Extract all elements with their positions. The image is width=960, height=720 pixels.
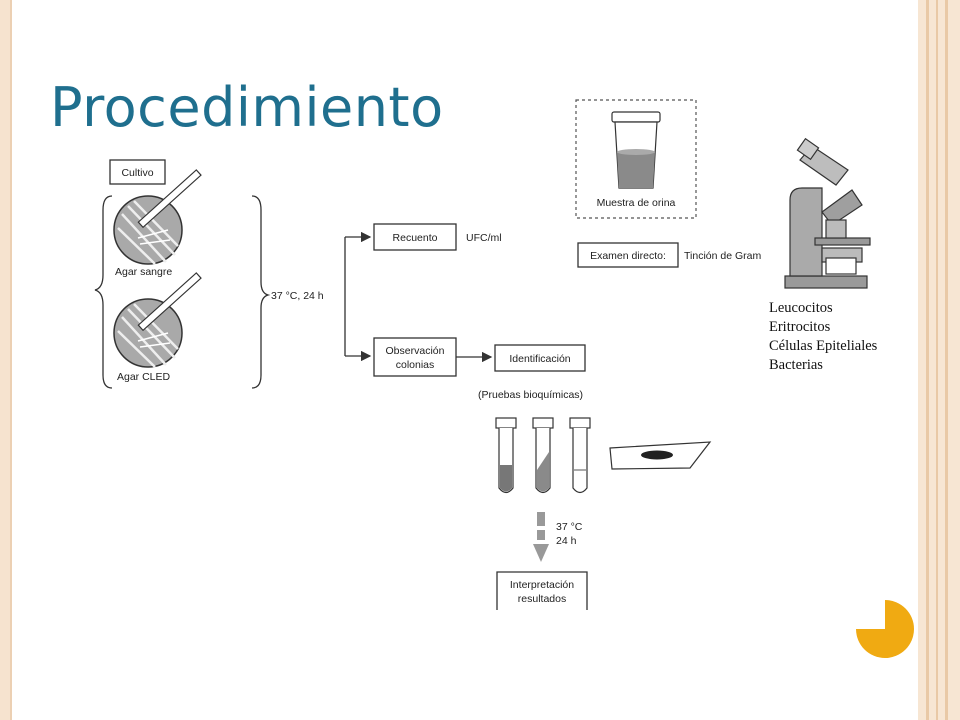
examen-box: [577, 242, 679, 268]
urine-cup-icon: [611, 111, 661, 189]
test-tube: [532, 417, 554, 494]
identificacion-label: Identificación: [509, 353, 570, 365]
slide-frame-left: [0, 0, 10, 720]
time-label: 24 h: [556, 535, 577, 547]
test-tube: [569, 417, 591, 494]
note-celulas-epiteliales: Células Epiteliales: [769, 338, 878, 354]
interpretacion-box: [496, 571, 588, 610]
muestra-dashed-box: [575, 99, 697, 219]
procedure-diagram: Cultivo Agar sangre Agar CLED 37 °C, 24 …: [94, 99, 871, 610]
observacion-box: [373, 337, 457, 377]
recuento-label: Recuento: [393, 232, 438, 244]
interpretacion-label-2: resultados: [518, 593, 566, 605]
note-eritrocitos: Eritrocitos: [769, 319, 831, 335]
muestra-label: Muestra de orina: [597, 197, 676, 209]
microscope-icon: [784, 137, 871, 289]
note-leucocitos: Leucocitos: [769, 300, 833, 316]
pruebas-label: (Pruebas bioquímicas): [478, 389, 583, 401]
incubation-arrow: [533, 512, 549, 562]
tincion-label: Tinción de Gram: [684, 250, 761, 262]
decorative-badge-cut: [856, 600, 885, 629]
ufc-label: UFC/ml: [466, 232, 502, 244]
findings-notes: Leucocitos Eritrocitos Células Epitelial…: [769, 299, 877, 375]
temp-label: 37 °C: [556, 521, 583, 533]
frame-stripe: [926, 0, 929, 720]
observacion-label-1: Observación: [386, 345, 445, 357]
test-tube: [495, 417, 517, 494]
observacion-label-2: colonias: [396, 359, 435, 371]
agar-cled-plate: [113, 272, 202, 368]
slide-frame-right: [918, 0, 960, 720]
examen-label: Examen directo:: [590, 250, 666, 262]
frame-stripe: [936, 0, 938, 720]
cultivo-box: [109, 159, 166, 185]
note-bacterias: Bacterias: [769, 357, 823, 373]
agar-sangre-plate: [113, 169, 202, 265]
microscope-slide: [609, 441, 712, 470]
frame-stripe: [945, 0, 948, 720]
cultivo-label: Cultivo: [121, 167, 153, 179]
interpretacion-label-1: Interpretación: [510, 579, 574, 591]
right-brace: [251, 195, 271, 389]
agar-cled-label: Agar CLED: [117, 371, 171, 383]
slide-frame-left-line: [10, 0, 12, 720]
slide-title: Procedimiento: [50, 76, 444, 139]
agar-sangre-label: Agar sangre: [115, 266, 172, 278]
incubation-label: 37 °C, 24 h: [271, 290, 324, 302]
recuento-box: [373, 223, 457, 251]
identificacion-box: [494, 344, 586, 372]
left-brace: [94, 195, 113, 389]
